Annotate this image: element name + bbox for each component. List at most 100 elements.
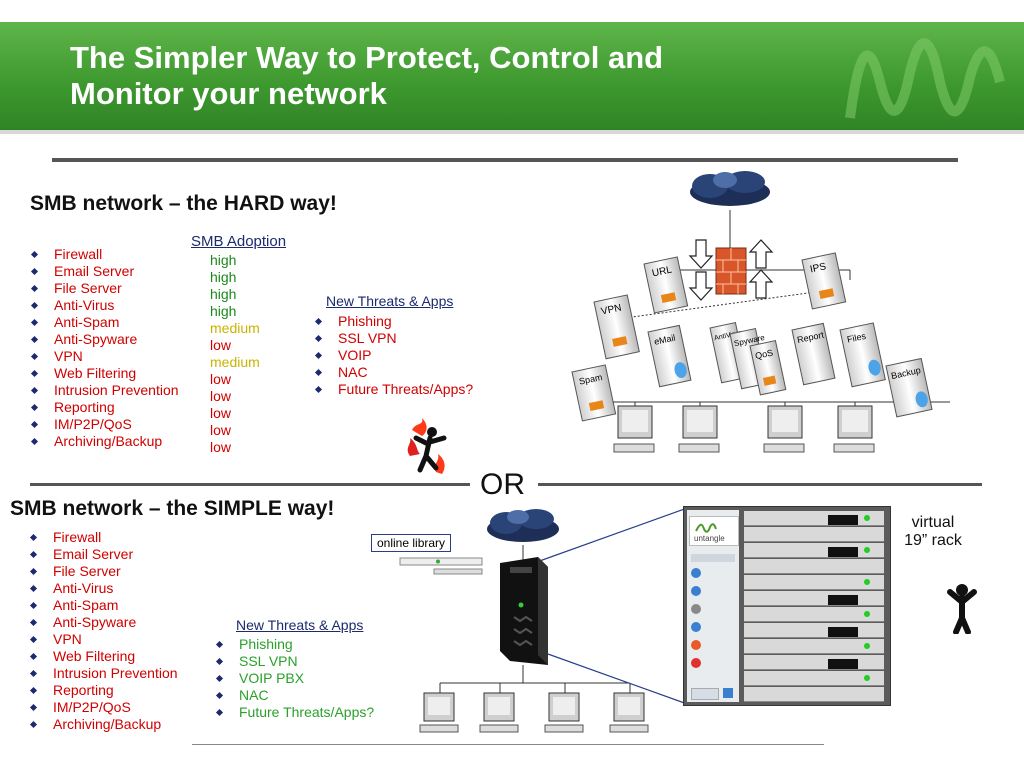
header-shadow [0, 130, 1024, 134]
bullet-diamond-icon [29, 567, 38, 576]
bullet-diamond-icon [30, 318, 39, 327]
list-item: Anti-Virus [29, 580, 178, 597]
list-item-label: File Server [53, 563, 121, 579]
server-label-url: URL [651, 264, 673, 279]
adoption-level: low [210, 388, 232, 404]
sidebar-upgrade-button[interactable] [691, 688, 719, 700]
internet-cloud-icon [690, 171, 770, 206]
sidebar-item-icon [691, 640, 701, 650]
list-item: VPN [30, 348, 179, 365]
list-item-label: Email Server [54, 263, 135, 279]
sidebar-item-icon [691, 568, 701, 578]
list-item: File Server [30, 280, 179, 297]
bullet-diamond-icon [29, 686, 38, 695]
list-item-label: Future Threats/Apps? [338, 381, 474, 397]
rack-slot [744, 527, 884, 542]
untangle-logo: untangle [689, 516, 739, 546]
bullet-diamond-icon [30, 386, 39, 395]
bullet-diamond-icon [29, 618, 38, 627]
rack-slot [744, 511, 884, 526]
status-led [864, 643, 870, 649]
workstation-icon [613, 405, 655, 453]
bullet-diamond-icon [29, 584, 38, 593]
server-url-icon: URL [643, 256, 689, 314]
bottom-divider [192, 744, 824, 745]
server-email-icon: eMail [647, 324, 692, 388]
virtual-rack-label: virtual 19” rack [898, 514, 968, 550]
workstation-icon [678, 405, 720, 453]
rack-graph [828, 595, 858, 605]
workstation-icon [479, 692, 519, 733]
list-item: Anti-Spyware [29, 614, 178, 631]
bullet-diamond-icon [215, 691, 224, 700]
list-item: VOIP PBX [215, 670, 374, 687]
virtual-rack-label-line-2: 19” rack [904, 532, 962, 549]
server-ips-icon: IPS [801, 252, 847, 310]
list-item: Anti-Spyware [30, 331, 179, 348]
list-item: Firewall [29, 529, 178, 546]
list-item: VPN [29, 631, 178, 648]
bullet-diamond-icon [314, 368, 323, 377]
list-item: NAC [215, 687, 374, 704]
server-files-icon: Files [839, 322, 886, 388]
bullet-diamond-icon [30, 267, 39, 276]
bullet-diamond-icon [29, 652, 38, 661]
list-item: SSL VPN [215, 653, 374, 670]
status-led [864, 579, 870, 585]
bullet-diamond-icon [30, 403, 39, 412]
simple-threats-heading: New Threats & Apps [236, 617, 364, 633]
list-item: Web Filtering [29, 648, 178, 665]
list-item: Web Filtering [30, 365, 179, 382]
bullet-diamond-icon [29, 533, 38, 542]
status-led [864, 547, 870, 553]
list-item: VOIP [314, 347, 473, 364]
rack-units-mini-icon [399, 557, 483, 575]
list-item-label: Anti-Spam [53, 597, 119, 613]
server-qos-icon: QoS [749, 340, 787, 396]
rack-slot [744, 655, 884, 670]
online-library-box: online library [371, 534, 452, 552]
bullet-diamond-icon [30, 301, 39, 310]
frantic-admin-on-fire-icon [407, 418, 447, 474]
server-label-vpn: VPN [600, 303, 622, 318]
list-item-label: Email Server [53, 546, 134, 562]
list-item: Reporting [29, 682, 178, 699]
server-spam-icon: Spam [571, 364, 617, 422]
list-item-label: Anti-Spyware [54, 331, 138, 347]
sidebar-item-icon [691, 658, 701, 668]
slide-title-line-2: Monitor your network [70, 76, 387, 111]
list-item-label: Anti-Virus [54, 297, 115, 313]
list-item: Email Server [29, 546, 178, 563]
top-divider [52, 158, 958, 162]
hard-threats-heading: New Threats & Apps [326, 293, 454, 309]
list-item-label: Reporting [54, 399, 115, 415]
server-label-spam: Spam [578, 372, 603, 387]
workstation-icon [763, 405, 805, 453]
workstation-icon [544, 692, 584, 733]
adoption-level: low [210, 337, 232, 353]
adoption-level: low [210, 405, 232, 421]
hard-threats-list: Phishing SSL VPN VOIP NAC Future Threats… [314, 313, 473, 398]
sidebar-item-icon [691, 604, 701, 614]
simple-network-diagram [419, 506, 691, 733]
list-item: IM/P2P/QoS [30, 416, 179, 433]
simple-threats-list: Phishing SSL VPN VOIP PBX NAC Future Thr… [215, 636, 374, 721]
untangle-appliance-icon [500, 557, 548, 665]
rack-slot [744, 543, 884, 558]
list-item-label: Web Filtering [54, 365, 137, 381]
or-divider-right [538, 483, 982, 486]
rack-slot [744, 607, 884, 622]
rack-slot [744, 591, 884, 606]
simple-way-title: SMB network – the SIMPLE way! [10, 497, 335, 520]
virtual-rack-panel: untangle [683, 506, 891, 706]
bullet-diamond-icon [29, 703, 38, 712]
adoption-level: medium [210, 354, 260, 370]
adoption-heading: SMB Adoption [191, 233, 287, 250]
server-report-icon: Report [791, 322, 836, 386]
list-item-label: VOIP PBX [239, 670, 305, 686]
server-label-email: eMail [653, 333, 676, 347]
bullet-diamond-icon [30, 437, 39, 446]
bullet-diamond-icon [29, 635, 38, 644]
help-icon[interactable] [723, 688, 733, 698]
